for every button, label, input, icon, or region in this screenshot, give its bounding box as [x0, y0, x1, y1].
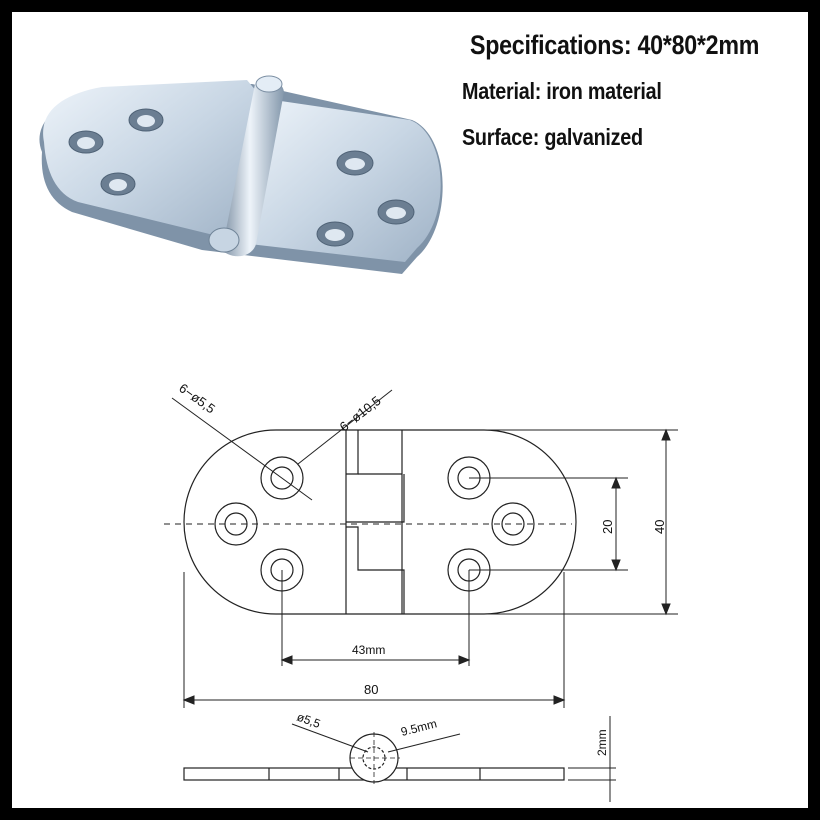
- dimension-lines: [182, 428, 671, 705]
- side-view-drawing: [183, 716, 616, 802]
- spec-material: Material: iron material: [462, 78, 662, 104]
- label-height-total: 40: [652, 520, 667, 534]
- hinge-photo: [39, 75, 443, 274]
- hinge-illustration: 6−ø5,5 6−ø10,5 20 40 43mm 80 ø5,5 9.5mm …: [39, 75, 678, 802]
- label-large-holes: 6−ø10,5: [337, 393, 384, 434]
- product-frame: Specifications: 40*80*2mm Material: iron…: [12, 12, 808, 808]
- label-height-inner: 20: [600, 520, 615, 534]
- left-leaf: [43, 80, 258, 240]
- label-small-holes: 6−ø5,5: [176, 380, 218, 416]
- label-knuckle-diameter: 9.5mm: [399, 716, 438, 738]
- label-length-total: 80: [364, 682, 378, 697]
- label-thickness: 2mm: [595, 729, 609, 756]
- label-hole-spacing: 43mm: [352, 643, 385, 657]
- top-view-drawing: [164, 389, 678, 708]
- spec-surface: Surface: galvanized: [462, 124, 643, 150]
- knuckle: [222, 79, 284, 257]
- label-pin-diameter: ø5,5: [295, 710, 323, 731]
- spec-dimensions: Specifications: 40*80*2mm: [470, 30, 760, 60]
